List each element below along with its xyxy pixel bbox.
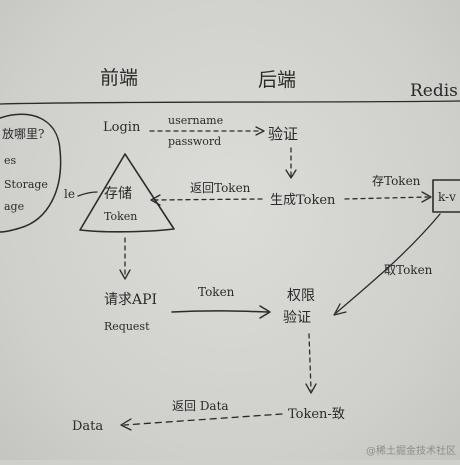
- cloud-question: 放哪里?: [2, 126, 44, 141]
- fetch-token-arrow: [335, 213, 441, 314]
- edge-username-label: username: [168, 114, 223, 127]
- edge-return-token-label: 返回Token: [190, 181, 251, 195]
- return-data-arrowhead: [120, 418, 132, 431]
- watermark: @稀土掘金技术社区: [366, 444, 456, 457]
- save-token-arrowhead: [421, 191, 432, 203]
- save-token-arrow: [344, 196, 429, 200]
- cloud-link-line: [77, 191, 98, 197]
- auth-to-match-arrow: [308, 333, 312, 391]
- login-to-verify-arrowhead: [255, 126, 265, 136]
- store-to-request-arrowhead: [119, 269, 131, 280]
- cloud-link-label: le: [64, 187, 75, 201]
- auth-to-match-arrowhead: [305, 383, 317, 394]
- return-token-arrowhead: [150, 194, 161, 206]
- edge-return-data-label: 返回 Data: [172, 399, 229, 413]
- node-verify: 验证: [268, 125, 298, 143]
- node-token-match: Token-致: [288, 407, 345, 422]
- column-backend: 后端: [258, 69, 296, 91]
- node-request-top: 请求API: [104, 292, 157, 308]
- edge-save-token-label: 存Token: [372, 174, 421, 188]
- header-divider-line: [0, 100, 460, 105]
- node-auth-top: 权限: [287, 288, 315, 304]
- storage-cloud-outline: [0, 113, 62, 233]
- column-redis: Redis: [410, 81, 458, 101]
- return-data-arrow: [123, 413, 283, 426]
- cloud-line-4: age: [4, 200, 24, 213]
- verify-to-generate-arrowhead: [285, 169, 297, 179]
- node-store-token-bottom: Token: [104, 210, 137, 223]
- node-auth-bottom: 验证: [283, 310, 311, 326]
- node-kv: k-v: [438, 190, 456, 204]
- column-frontend: 前端: [100, 67, 138, 89]
- request-to-auth-arrow: [171, 310, 269, 313]
- node-generate-token: 生成Token: [270, 193, 336, 208]
- cloud-line-3: Storage: [4, 178, 48, 191]
- edge-fetch-token-label: 取Token: [384, 263, 433, 277]
- cloud-line-2: es: [4, 154, 17, 167]
- node-request-bottom: Request: [104, 320, 150, 333]
- redis-kv-box: [432, 179, 460, 213]
- return-token-arrow: [152, 198, 263, 201]
- fetch-token-arrowhead: [333, 303, 347, 316]
- node-login: Login: [103, 120, 141, 135]
- node-data: Data: [72, 419, 103, 434]
- node-store-token-top: 存储: [104, 186, 132, 202]
- edge-password-label: password: [168, 135, 221, 148]
- edge-token-label: Token: [198, 285, 235, 299]
- store-token-triangle: [79, 153, 175, 233]
- request-to-auth-arrowhead: [259, 305, 271, 319]
